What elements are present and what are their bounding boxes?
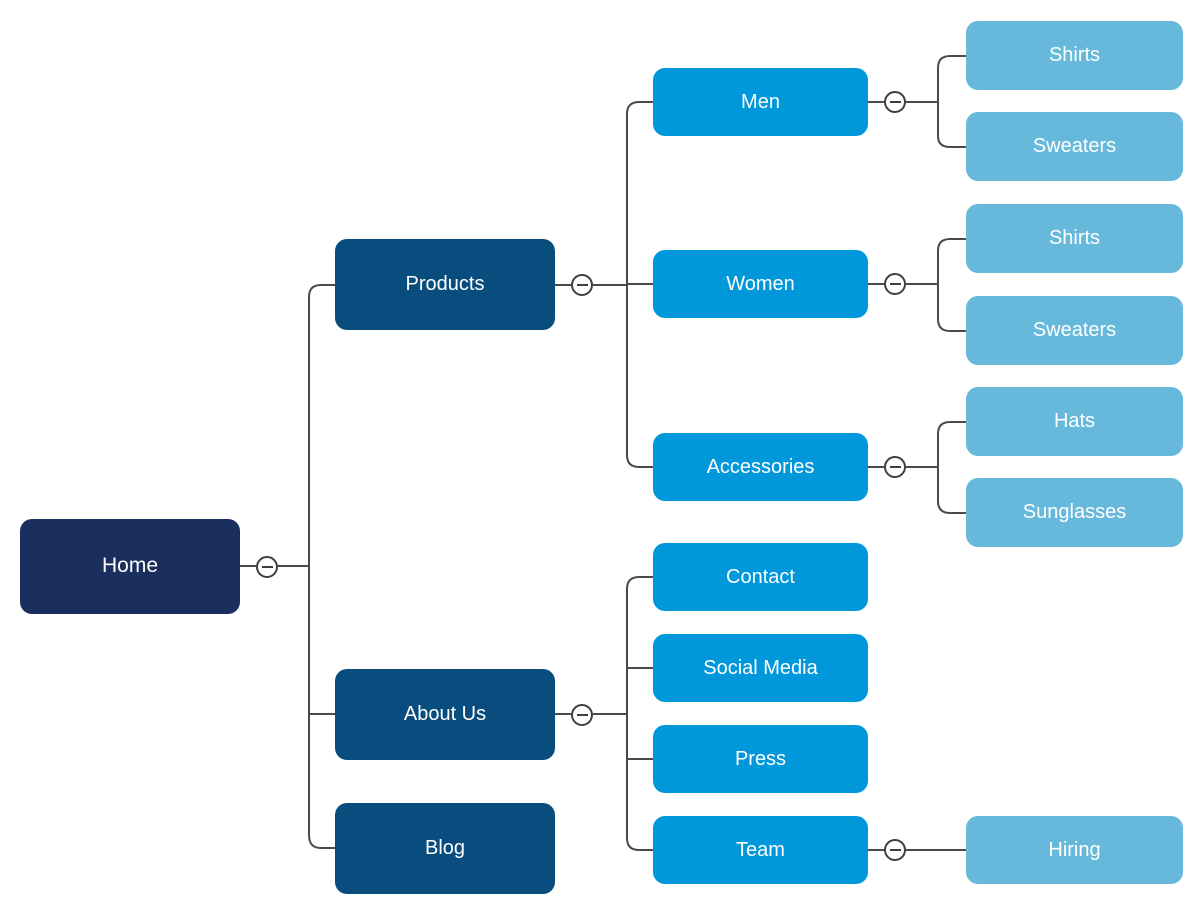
node-about-us-label: About Us <box>403 703 487 725</box>
node-products[interactable]: Products <box>335 239 555 330</box>
node-men-shirts[interactable]: Shirts <box>966 21 1183 90</box>
minus-icon <box>261 565 273 568</box>
node-contact-label: Contact <box>726 565 795 588</box>
node-home-label: Home <box>101 554 159 578</box>
node-accessories-hats-label: Hats <box>1053 410 1096 432</box>
node-team-hiring[interactable]: Hiring <box>966 816 1183 884</box>
node-press[interactable]: Press <box>653 725 868 793</box>
node-team-hiring-label: Hiring <box>1048 838 1101 861</box>
minus-icon <box>889 849 901 851</box>
minus-icon <box>889 283 901 285</box>
node-women-shirts[interactable]: Shirts <box>966 204 1183 273</box>
node-accessories[interactable]: Accessories <box>653 433 868 501</box>
node-men-sweaters[interactable]: Sweaters <box>966 112 1183 181</box>
node-women-sweaters[interactable]: Sweaters <box>966 296 1183 365</box>
node-women-label: Women <box>726 272 795 295</box>
node-team[interactable]: Team <box>653 816 868 884</box>
node-team-label: Team <box>736 838 785 861</box>
toggle-home[interactable] <box>256 555 278 578</box>
node-social-media-label: Social Media <box>703 656 818 679</box>
toggle-products[interactable] <box>571 273 593 296</box>
toggle-men[interactable] <box>884 91 906 113</box>
node-men[interactable]: Men <box>653 68 868 136</box>
node-women-sweaters-label: Sweaters <box>1032 319 1117 341</box>
node-women[interactable]: Women <box>653 250 868 318</box>
node-men-sweaters-label: Sweaters <box>1032 135 1117 157</box>
node-home[interactable]: Home <box>20 519 240 614</box>
node-social-media[interactable]: Social Media <box>653 634 868 702</box>
node-women-shirts-label: Shirts <box>1048 227 1101 249</box>
toggle-women[interactable] <box>884 273 906 295</box>
minus-icon <box>576 713 588 716</box>
node-blog[interactable]: Blog <box>335 803 555 894</box>
node-men-shirts-label: Shirts <box>1048 44 1101 66</box>
minus-icon <box>889 466 901 468</box>
node-accessories-sunglasses[interactable]: Sunglasses <box>966 478 1183 547</box>
node-about-us[interactable]: About Us <box>335 669 555 760</box>
toggle-about-us[interactable] <box>571 703 593 726</box>
node-men-label: Men <box>741 90 780 113</box>
node-blog-label: Blog <box>424 837 466 859</box>
node-press-label: Press <box>734 747 787 770</box>
node-accessories-sunglasses-label: Sunglasses <box>1022 501 1127 523</box>
node-products-label: Products <box>405 273 485 295</box>
toggle-accessories[interactable] <box>884 456 906 478</box>
node-contact[interactable]: Contact <box>653 543 868 611</box>
minus-icon <box>576 283 588 286</box>
node-accessories-label: Accessories <box>706 455 815 478</box>
minus-icon <box>889 101 901 103</box>
node-accessories-hats[interactable]: Hats <box>966 387 1183 456</box>
toggle-team[interactable] <box>884 839 906 861</box>
